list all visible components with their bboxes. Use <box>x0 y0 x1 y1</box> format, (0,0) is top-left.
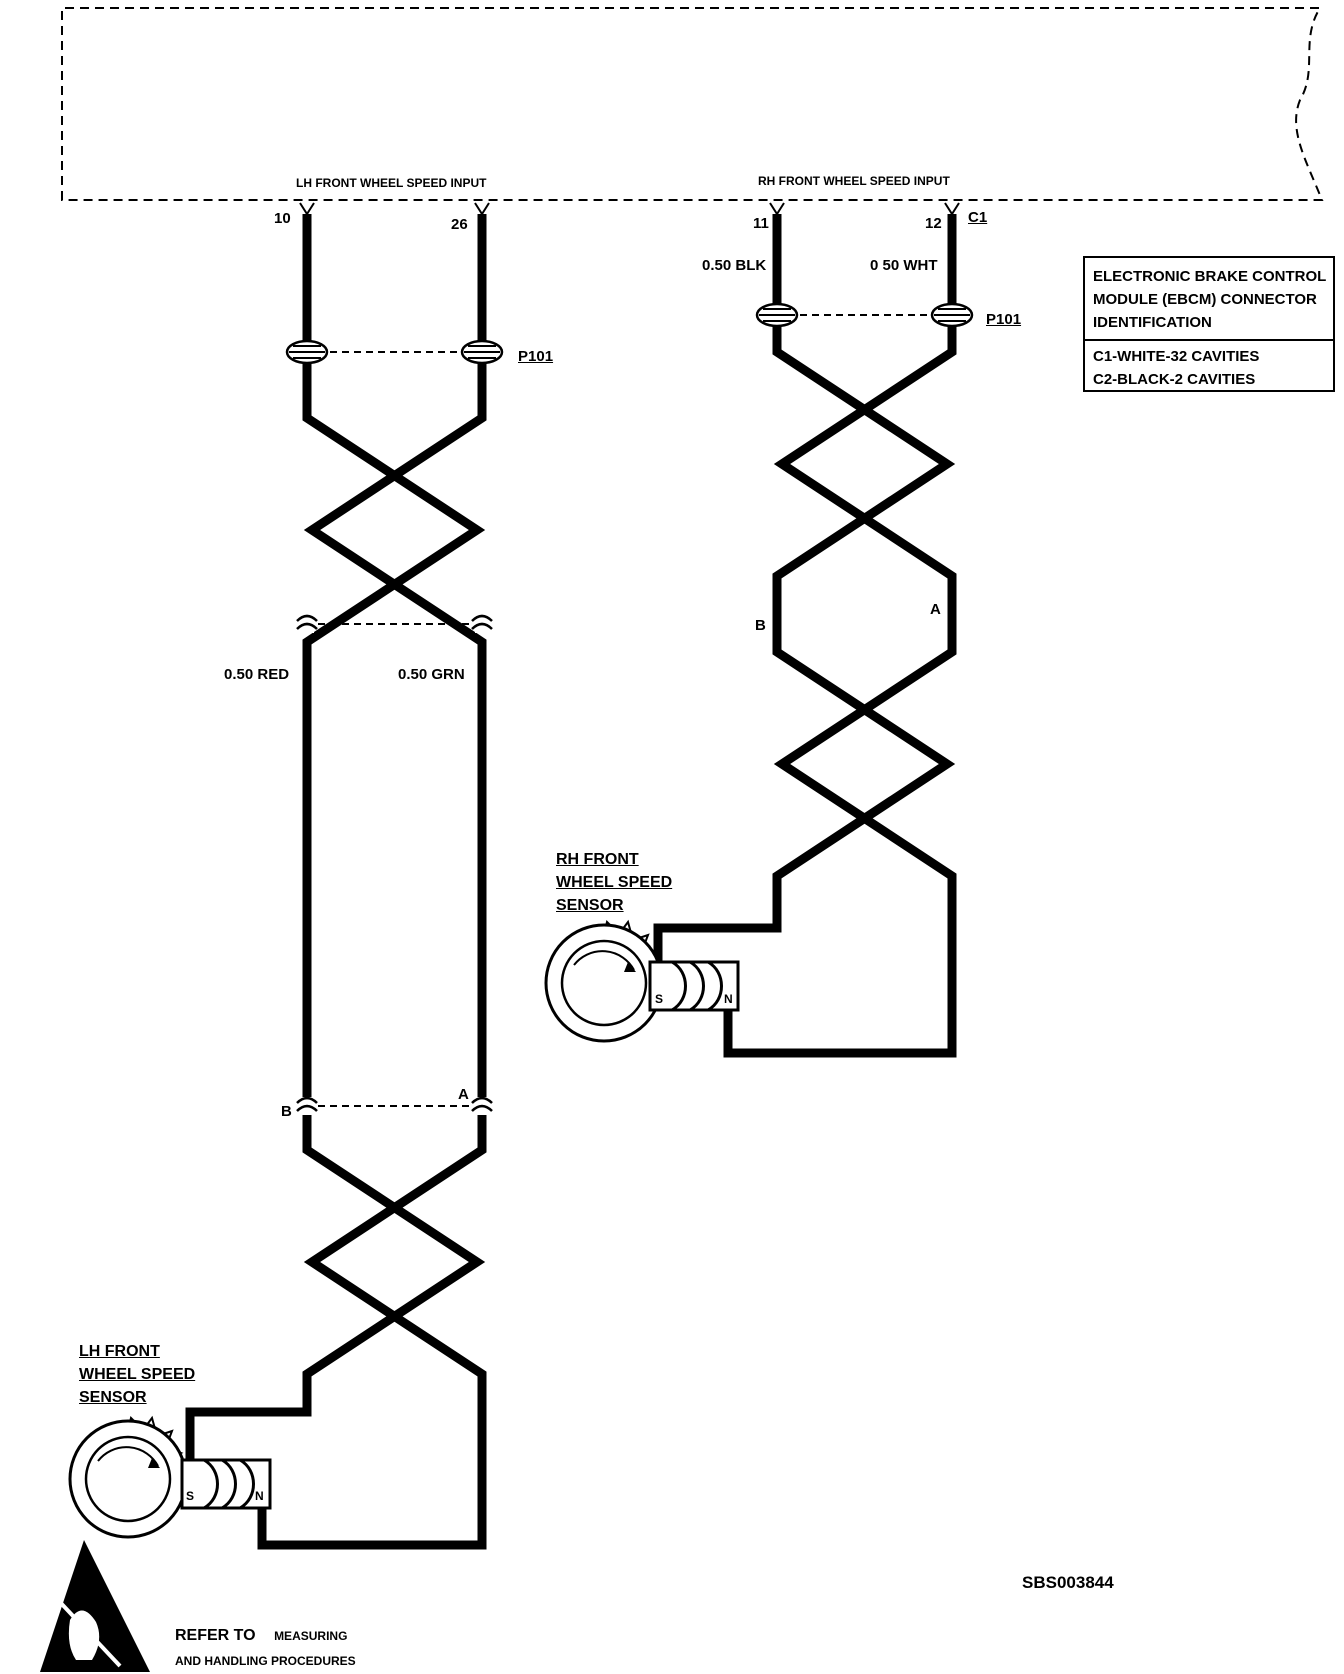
terminal-b-lh: B <box>281 1103 292 1120</box>
id-box-title: ELECTRONIC BRAKE CONTROL MODULE (EBCM) C… <box>1093 268 1327 331</box>
rh-input-label: RH FRONT WHEEL SPEED INPUT <box>758 174 950 188</box>
id-box-rows: C1-WHITE-32 CAVITIES C2-BLACK-2 CAVITIES <box>1093 345 1259 391</box>
p101-connectors <box>285 302 974 365</box>
lh-pole-s: S <box>186 1489 195 1503</box>
rh-harness <box>653 214 957 1058</box>
rh-sensor-body <box>648 960 740 1012</box>
rh-pole-n: N <box>724 992 733 1006</box>
lh-sensor-label: LH FRONT WHEEL SPEED SENSOR <box>79 1343 196 1406</box>
figure-code: SBS003844 <box>1022 1573 1114 1592</box>
wire-label-lh-right: 0.50 GRN <box>398 666 465 683</box>
wire-label-rh-right: 0 50 WHT <box>870 257 938 274</box>
sensor-connectors <box>296 614 493 1115</box>
refer-line2: AND HANDLING PROCEDURES <box>175 1654 356 1668</box>
rh-wire-blk <box>653 214 956 985</box>
id-box-row-c1: C1-WHITE-32 CAVITIES <box>1093 348 1260 365</box>
pin-lh-b: 26 <box>451 216 468 233</box>
lh-sensor-body <box>180 1458 272 1510</box>
rh-wheel-speed-sensor <box>544 919 740 1043</box>
refer-line1: MEASURING <box>274 1629 348 1643</box>
terminal-b-rh: B <box>755 617 766 634</box>
refer-prefix: REFER TO <box>175 1627 256 1644</box>
lh-wire-grn <box>257 214 487 1550</box>
wire-label-rh-left: 0.50 BLK <box>702 257 767 274</box>
connector-c1: C1 <box>968 209 988 226</box>
connector-identification-box: ELECTRONIC BRAKE CONTROL MODULE (EBCM) C… <box>1083 256 1335 392</box>
terminal-a-rh: A <box>930 601 941 618</box>
lh-harness <box>185 214 487 1550</box>
wire-label-lh-left: 0.50 RED <box>224 666 290 683</box>
pin-rh-b: 12 <box>925 215 942 232</box>
lh-pole-n: N <box>255 1489 264 1503</box>
pin-lh-a: 10 <box>274 210 291 227</box>
refer-note: REFER TO MEASURING AND HANDLING PROCEDUR… <box>175 1627 356 1668</box>
lh-input-label: LH FRONT WHEEL SPEED INPUT <box>296 176 487 190</box>
id-box-row-c2: C2-BLACK-2 CAVITIES <box>1093 371 1256 388</box>
terminal-a-lh: A <box>458 1086 469 1103</box>
ebcm-module-outline <box>61 7 1324 201</box>
id-box-divider <box>1085 339 1333 341</box>
rh-pole-s: S <box>655 992 664 1006</box>
rh-sensor-label: RH FRONT WHEEL SPEED SENSOR <box>556 851 673 914</box>
pin-rh-a: 11 <box>753 215 769 232</box>
p101-label-lh: P101 <box>518 348 554 365</box>
p101-label-rh: P101 <box>986 311 1022 328</box>
esd-warning-icon <box>40 1540 150 1672</box>
module-pins <box>299 202 960 216</box>
lh-wheel-speed-sensor <box>68 1415 272 1539</box>
rh-wire-wht <box>723 214 957 1058</box>
